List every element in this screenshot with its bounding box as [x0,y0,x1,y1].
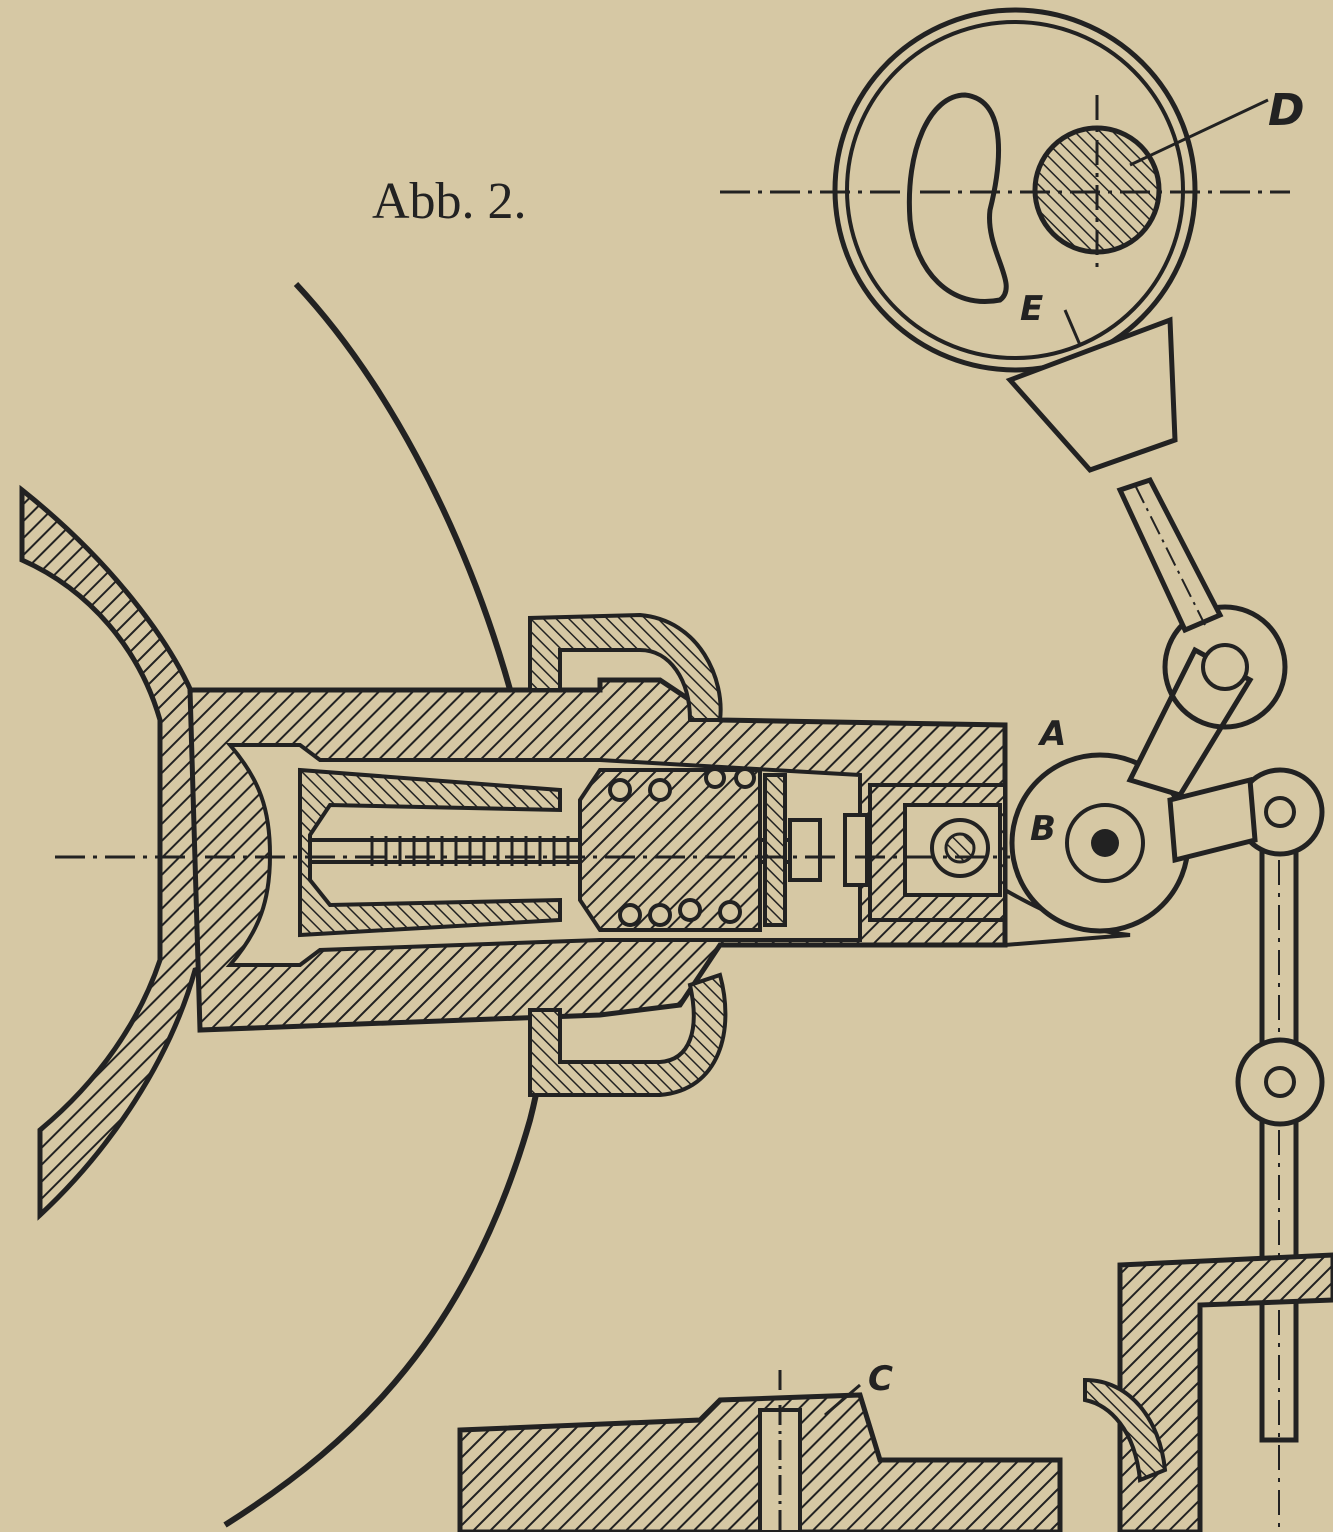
rocker-joint [1162,604,1288,730]
cam-wheel-center [1091,829,1119,857]
eccentric-outer [832,7,1198,373]
figure-title: Abb. 2. [372,173,527,230]
label-a: A [1037,714,1066,754]
coupling-nut-2 [843,813,869,887]
leader-d [1129,98,1269,167]
leader-e [1063,309,1082,346]
label-c: C [868,1359,893,1399]
spring-coils-bottom [618,898,742,927]
bottom-right-hook [1083,1377,1168,1483]
cam-slot [906,92,1009,304]
pin-a-core [944,832,976,864]
spring-coils-top [608,767,756,802]
label-b: B [1030,809,1056,849]
label-e: E [1020,289,1043,329]
eccentric-inner [845,20,1185,360]
rocker-joint-pin [1201,643,1249,691]
crescent-body [19,484,233,1221]
leader-c [824,1383,861,1417]
label-d: D [1268,85,1305,136]
stem-threads [370,836,584,866]
spring-retainer [763,773,787,927]
push-rod-centerline [1134,484,1206,626]
rod-joint-top-pin [1264,796,1296,828]
piston-block [578,768,762,932]
rod-joint-mid-pin [1264,1066,1296,1098]
coupling-nut [788,818,822,882]
cam-link [1167,776,1258,864]
cam-wheel-hub [1065,803,1145,883]
upper-bypass [528,612,723,722]
eccentric-strap [1005,316,1178,473]
lower-bypass [528,972,728,1097]
inner-passage [298,767,562,938]
bottom-right-housing [1117,1252,1333,1532]
rod-joint-mid [1235,1037,1325,1127]
